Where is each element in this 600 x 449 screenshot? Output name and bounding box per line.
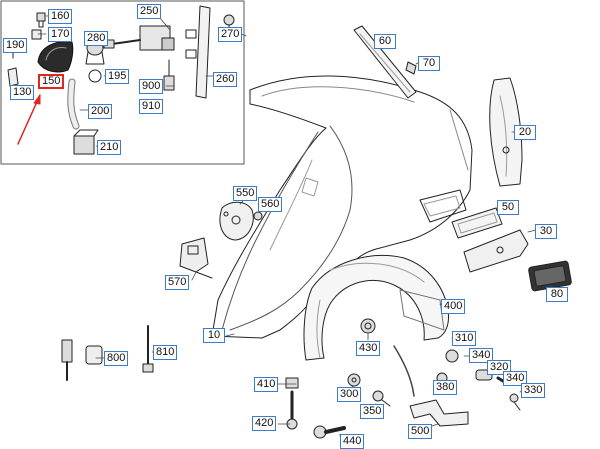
callout-910[interactable]: 910: [139, 99, 164, 114]
callout-330[interactable]: 330: [521, 383, 546, 398]
callout-810[interactable]: 810: [153, 345, 178, 360]
part-400-wheel-liner: [303, 255, 449, 361]
part-70-fastener: [405, 61, 417, 75]
callout-195[interactable]: 195: [105, 69, 130, 84]
part-80-pad: [528, 260, 572, 292]
callout-70[interactable]: 70: [418, 56, 440, 71]
callout-410[interactable]: 410: [254, 377, 279, 392]
fuel-door-detail-frame: [0, 0, 245, 165]
part-350-screw: [372, 390, 391, 407]
callout-550[interactable]: 550: [233, 186, 258, 201]
part-560-grommet: [253, 211, 263, 221]
callout-60[interactable]: 60: [374, 34, 396, 49]
part-270-screw: [223, 14, 235, 33]
callout-340-lower[interactable]: 340: [503, 371, 528, 386]
callout-170[interactable]: 170: [48, 27, 73, 42]
callout-250[interactable]: 250: [137, 4, 162, 19]
part-900-connector: [163, 59, 175, 91]
callout-280[interactable]: 280: [84, 31, 109, 46]
callout-400[interactable]: 400: [441, 299, 466, 314]
part-420-screw: [286, 390, 298, 430]
callout-900[interactable]: 900: [139, 79, 164, 94]
callout-50[interactable]: 50: [497, 200, 519, 215]
part-310-grommet: [445, 349, 459, 363]
part-250-actuator: [103, 25, 175, 51]
callout-340-upper[interactable]: 340: [469, 348, 494, 363]
part-300-nut: [347, 373, 361, 387]
part-800-rivet-nut: [61, 339, 103, 381]
part-440-rivet: [313, 425, 346, 439]
callout-260[interactable]: 260: [213, 72, 238, 87]
part-260-rail: [185, 5, 211, 99]
callout-10[interactable]: 10: [203, 328, 225, 343]
part-50-reflector: [451, 207, 503, 239]
callout-130[interactable]: 130: [10, 85, 35, 100]
part-130-bracket: [7, 67, 19, 87]
callout-200[interactable]: 200: [88, 104, 113, 119]
callout-300[interactable]: 300: [337, 387, 362, 402]
part-30-bracket: [463, 229, 529, 273]
callout-570[interactable]: 570: [165, 275, 190, 290]
callout-800[interactable]: 800: [104, 351, 129, 366]
part-550-cover: [219, 201, 254, 241]
seal-strip: [393, 345, 415, 397]
callout-150-highlighted[interactable]: 150: [38, 74, 65, 89]
callout-430[interactable]: 430: [356, 341, 381, 356]
callout-160[interactable]: 160: [48, 9, 73, 24]
part-410-clip: [285, 377, 299, 389]
callout-350[interactable]: 350: [360, 404, 385, 419]
callout-30[interactable]: 30: [535, 224, 557, 239]
part-200-drain-hose: [67, 78, 80, 130]
callout-20[interactable]: 20: [514, 125, 536, 140]
callout-500[interactable]: 500: [408, 424, 433, 439]
callout-210[interactable]: 210: [97, 140, 122, 155]
part-810-rivet: [142, 325, 154, 373]
callout-440[interactable]: 440: [340, 434, 365, 449]
part-20-rear-panel: [489, 77, 523, 187]
part-60-strip: [353, 25, 417, 99]
part-570-lock: [179, 237, 213, 279]
part-500-seal: [409, 399, 469, 427]
callout-380[interactable]: 380: [433, 380, 458, 395]
part-160-bolt: [36, 12, 46, 28]
part-330-screw: [509, 393, 521, 411]
part-150-fuel-door: [37, 41, 74, 73]
callout-190[interactable]: 190: [3, 38, 28, 53]
callout-310[interactable]: 310: [452, 331, 477, 346]
callout-80[interactable]: 80: [546, 287, 568, 302]
callout-560[interactable]: 560: [258, 197, 283, 212]
callout-270[interactable]: 270: [218, 27, 243, 42]
part-170-clip: [31, 29, 42, 40]
callout-420[interactable]: 420: [252, 416, 277, 431]
part-210-cap: [73, 129, 99, 155]
part-430-plug: [360, 318, 376, 334]
part-195-ring: [88, 69, 102, 83]
callout-320[interactable]: 320: [487, 360, 512, 375]
